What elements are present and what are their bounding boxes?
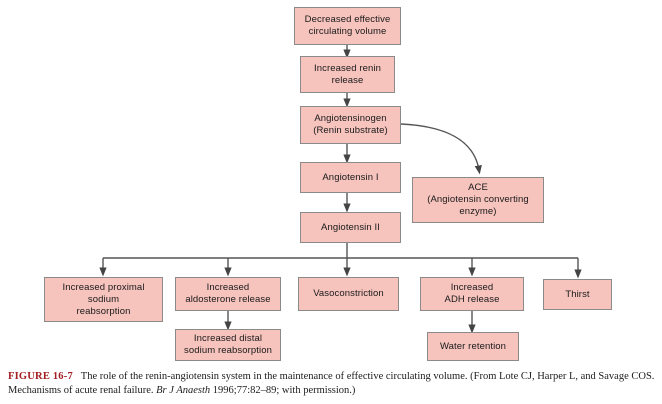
node-ace[interactable]: ACE (Angiotensin converting enzyme) [412, 177, 544, 223]
node-angiotensin-ii[interactable]: Angiotensin II [300, 212, 401, 243]
node-label: Increased proximal sodium reabsorption [62, 281, 145, 317]
node-label: Increased ADH release [444, 282, 500, 305]
node-label: Water retention [439, 340, 507, 352]
node-angiotensinogen[interactable]: Angiotensinogen (Renin substrate) [300, 106, 401, 144]
node-label: Increased distal sodium reabsorption [184, 333, 272, 356]
node-water-retention[interactable]: Water retention [427, 332, 519, 361]
node-vasoconstriction[interactable]: Vasoconstriction [298, 277, 399, 311]
figure-caption: FIGURE 16-7 The role of the renin-angiot… [8, 370, 656, 397]
connector-angiotensinogen-to-ace [400, 123, 482, 175]
node-label: Increased renin release [314, 62, 381, 86]
node-label: Decreased effective circulating volume [304, 14, 391, 37]
node-label: Angiotensin II [321, 221, 380, 233]
caption-spacer [73, 371, 81, 382]
node-increased-aldosterone-release[interactable]: Increased aldosterone release [175, 277, 281, 311]
renin-angiotensin-flowchart: Decreased effective circulating volume I… [44, 7, 612, 361]
node-increased-proximal-sodium-reabsorption[interactable]: Increased proximal sodium reabsorption [44, 277, 163, 322]
node-thirst[interactable]: Thirst [543, 279, 612, 310]
node-label: Vasoconstriction [313, 288, 384, 299]
node-increased-renin-release[interactable]: Increased renin release [300, 56, 395, 93]
node-angiotensin-i[interactable]: Angiotensin I [300, 162, 401, 193]
node-increased-distal-sodium-reabsorption[interactable]: Increased distal sodium reabsorption [175, 329, 281, 361]
node-label: Increased aldosterone release [185, 282, 271, 305]
node-label: Angiotensinogen (Renin substrate) [313, 113, 388, 136]
caption-journal-name: Br J Anaesth [156, 384, 211, 396]
node-label: ACE (Angiotensin converting enzyme) [427, 182, 529, 217]
node-label: Angiotensin I [322, 171, 379, 183]
node-increased-adh-release[interactable]: Increased ADH release [420, 277, 524, 311]
node-label: Thirst [565, 288, 590, 300]
caption-text-part-2: 1996;77:82–89; with permission.) [210, 384, 356, 396]
caption-text-part-1: The role of the renin-angiotensin system… [8, 371, 655, 396]
node-decreased-effective-circulating-volume[interactable]: Decreased effective circulating volume [294, 7, 401, 45]
figure-number: FIGURE 16-7 [8, 371, 73, 382]
